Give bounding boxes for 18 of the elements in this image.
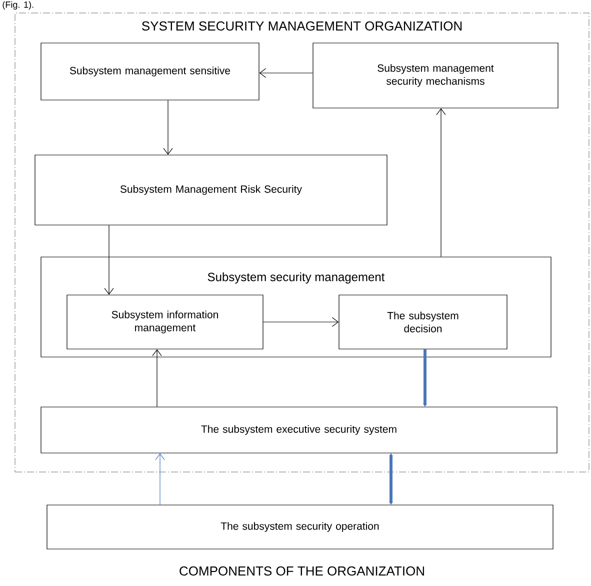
heading: Subsystem security management: [208, 272, 385, 284]
heading: SYSTEM SECURITY MANAGEMENT ORGANIZATION: [142, 21, 462, 31]
arrow: [436, 108, 446, 257]
figure-reference: (Fig. 1).: [2, 1, 34, 10]
arrow: [152, 349, 162, 407]
arrow: [263, 317, 339, 327]
arrow: [155, 453, 165, 505]
process-box: Subsystem Management Risk Security: [34, 154, 388, 226]
process-box: Subsystem management sensitive: [40, 42, 260, 100]
heading: COMPONENTS OF THE ORGANIZATION: [180, 566, 424, 576]
arrow: [104, 225, 114, 295]
arrow: [259, 68, 313, 78]
process-box: The subsystem executive security system: [40, 406, 558, 454]
process-box: The subsystem decision: [338, 294, 508, 350]
process-box: Subsystem information management: [66, 294, 264, 350]
process-box: The subsystem security operation: [46, 504, 554, 550]
arrow: [163, 100, 173, 155]
process-box: Subsystem management security mechanisms: [312, 42, 558, 108]
